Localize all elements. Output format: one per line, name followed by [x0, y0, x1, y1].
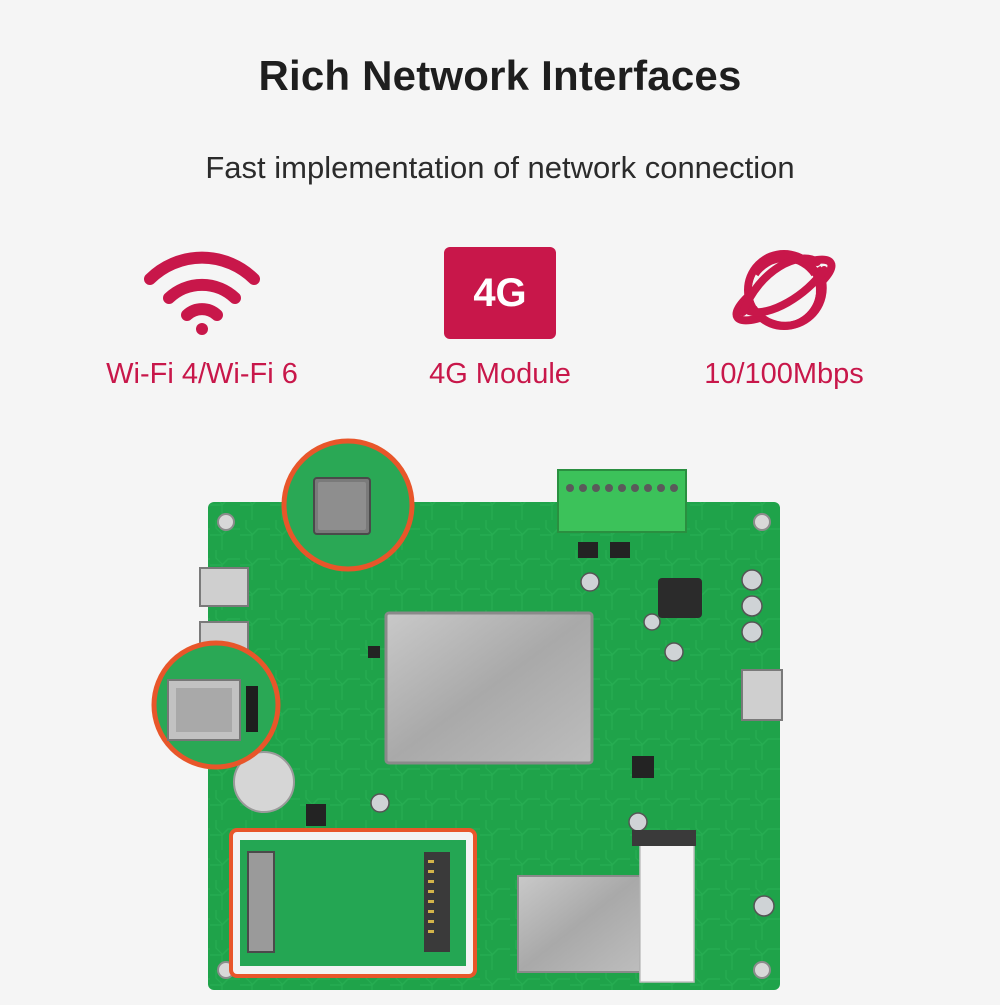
feature-label-ethernet: 10/100Mbps [704, 358, 864, 390]
page-title: Rich Network Interfaces [258, 52, 742, 99]
pcb-board [151, 438, 783, 990]
feature-label-4g: 4G Module [429, 358, 571, 390]
feature-4g: 4G 4G Module [360, 240, 640, 410]
feature-ethernet: 10/100Mbps [644, 240, 924, 410]
4g-badge-icon: 4G [444, 247, 556, 339]
feature-wifi: Wi-Fi 4/Wi-Fi 6 [62, 240, 342, 410]
board-image [0, 430, 1000, 1000]
page-subtitle: Fast implementation of network connectio… [205, 150, 795, 185]
wifi-icon [144, 251, 260, 335]
planet-icon [732, 250, 836, 330]
feature-label-wifi: Wi-Fi 4/Wi-Fi 6 [106, 358, 298, 390]
